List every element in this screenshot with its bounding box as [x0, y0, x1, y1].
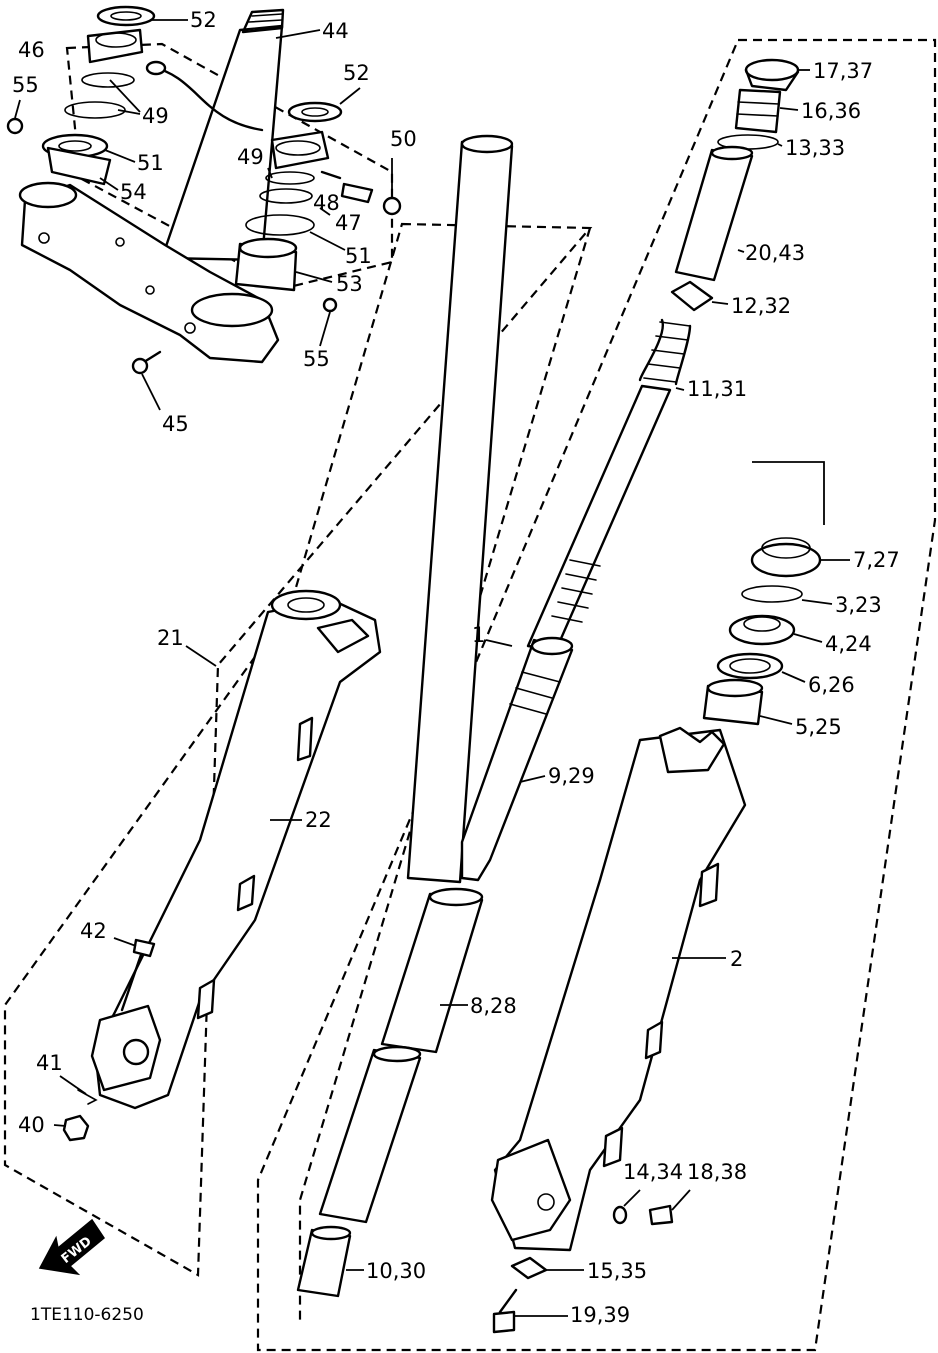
part-label-42: 42 [80, 919, 107, 943]
part-label-19: 19,39 [570, 1303, 630, 1327]
seal-parts [702, 537, 822, 726]
cap-17 [744, 58, 800, 82]
steering-stem [160, 24, 284, 262]
washer-15 [510, 1256, 548, 1280]
part-label-16: 16,36 [801, 99, 861, 123]
spring-11 [638, 318, 692, 386]
bearing-race-52b [287, 101, 343, 123]
part-label-21: 21 [157, 626, 184, 650]
part-label-51a: 51 [137, 151, 164, 175]
cap-bolt-16 [734, 88, 782, 134]
part-label-1: 1 [472, 623, 485, 647]
part-label-2: 2 [730, 947, 743, 971]
part-label-41: 41 [36, 1051, 63, 1075]
tube-8 [380, 892, 484, 1054]
part-label-18: 18,38 [687, 1160, 747, 1184]
top-cap-parts [670, 58, 800, 312]
part-label-54: 54 [120, 180, 147, 204]
part-label-50: 50 [390, 127, 417, 151]
clip-3 [741, 585, 803, 603]
part-label-17: 17,37 [813, 59, 873, 83]
nut-40 [62, 1114, 90, 1142]
bearing-race-52a [96, 5, 156, 27]
fwd-arrow-badge: FWD [38, 1218, 106, 1276]
oring-14 [612, 1205, 628, 1225]
oring-49a [81, 72, 135, 88]
part-label-13: 13,33 [785, 136, 845, 160]
damper-assembly [460, 318, 692, 882]
part-label-14: 14,34 [623, 1160, 683, 1184]
washer-12 [670, 280, 714, 312]
tube-cylinder [318, 1048, 422, 1224]
part-label-20: 20,43 [745, 241, 805, 265]
bolt-18 [648, 1204, 674, 1226]
fwd-arrow-icon [38, 1218, 106, 1276]
part-label-12: 12,32 [731, 294, 791, 318]
part-label-45: 45 [162, 412, 189, 436]
damper-rod [526, 384, 672, 652]
bracket-seal-group [752, 461, 825, 525]
oil-seal-4 [728, 614, 796, 646]
part-label-48: 48 [313, 191, 340, 215]
inner-tube [406, 134, 514, 884]
right-outer-tube [493, 728, 747, 1252]
left-fork-leg [62, 589, 382, 1142]
damper-body-9 [460, 638, 574, 882]
part-label-11: 11,31 [687, 377, 747, 401]
part-label-4: 4,24 [825, 632, 872, 656]
part-label-53: 53 [336, 272, 363, 296]
diagram-code: 1TE110-6250 [30, 1305, 144, 1325]
outline-middle-edge [298, 227, 592, 1320]
part-label-6: 6,26 [808, 673, 855, 697]
part-label-52b: 52 [343, 61, 370, 85]
part-label-46: 46 [18, 38, 45, 62]
part-label-51b: 51 [345, 244, 372, 268]
outline-left-fork [3, 222, 593, 1277]
triple-clamp-assembly [6, 5, 402, 375]
bracket-54 [46, 146, 112, 186]
outline-bracket-group [65, 42, 394, 290]
washer-6 [716, 652, 784, 680]
leader-lines [14, 19, 850, 1317]
part-label-22: 22 [305, 808, 332, 832]
lower-tubes [296, 887, 484, 1298]
part-label-7: 7,27 [853, 548, 900, 572]
part-label-40: 40 [18, 1113, 45, 1137]
part-label-15: 15,35 [587, 1259, 647, 1283]
part-label-49a: 49 [142, 104, 169, 128]
part-label-47: 47 [335, 211, 362, 235]
part-label-55a: 55 [12, 73, 39, 97]
part-label-44: 44 [322, 19, 349, 43]
spacer-20 [674, 148, 754, 282]
dashed-outlines [3, 38, 937, 1352]
part-label-8: 8,28 [470, 994, 517, 1018]
part-label-55b: 55 [303, 347, 330, 371]
oring-49b [265, 171, 315, 185]
part-label-52a: 52 [190, 8, 217, 32]
outline-right-fork [256, 38, 937, 1352]
part-label-5: 5,25 [795, 715, 842, 739]
part-label-49b: 49 [237, 145, 264, 169]
part-label-9: 9,29 [548, 764, 595, 788]
tube-10 [296, 1228, 352, 1298]
bolt-19 [492, 1310, 516, 1334]
right-fork-leg [490, 726, 747, 1334]
part-label-3: 3,23 [835, 593, 882, 617]
part-label-10: 10,30 [366, 1259, 426, 1283]
